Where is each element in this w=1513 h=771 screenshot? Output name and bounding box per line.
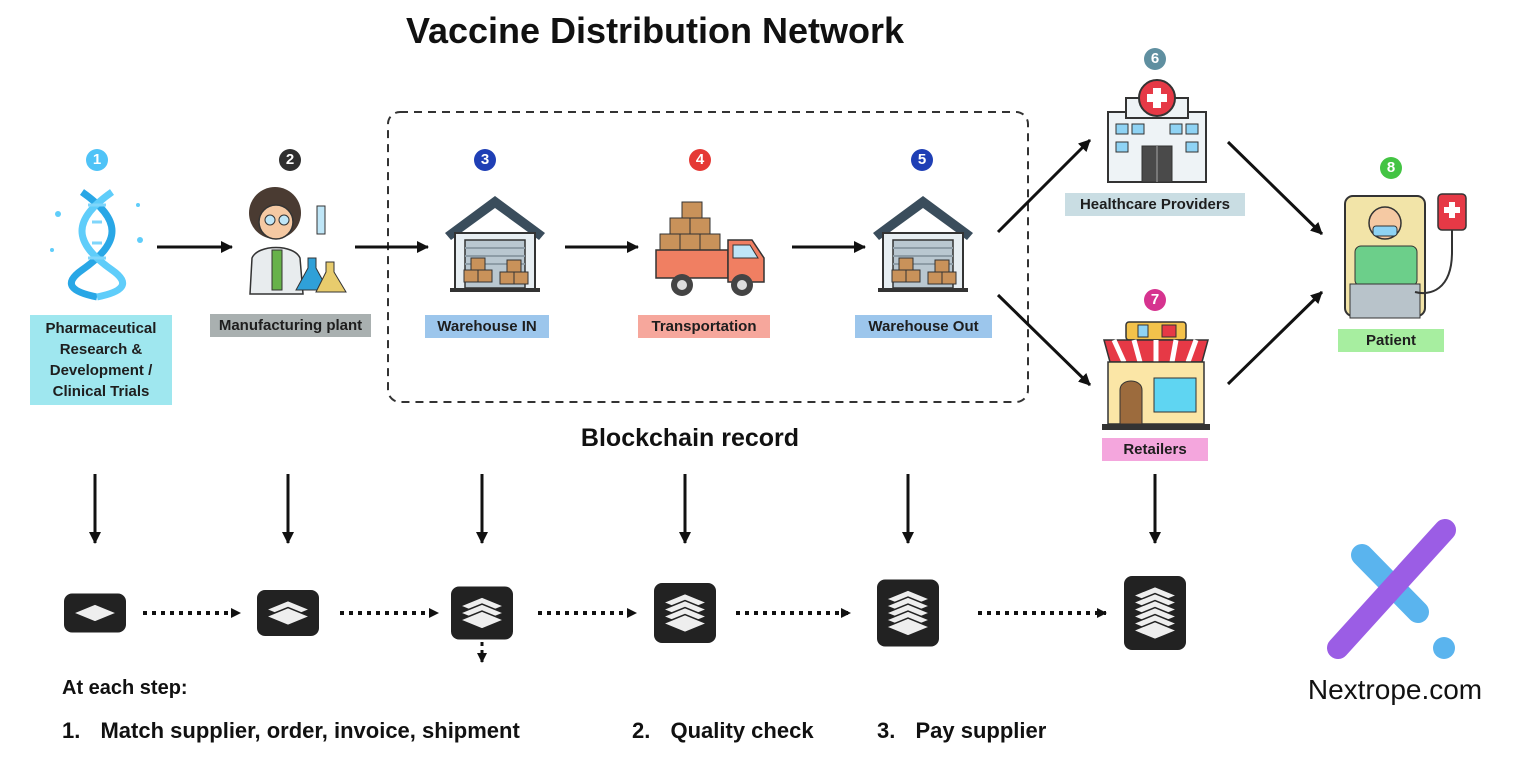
- blockchain-caption: Blockchain record: [580, 424, 800, 452]
- warehouse-icon: [444, 195, 546, 293]
- step-badge-1: 1: [86, 149, 108, 171]
- node-label-patient: Patient: [1338, 329, 1444, 352]
- node-label-warehouse-in: Warehouse IN: [425, 315, 549, 338]
- step-item-1: 1. Match supplier, order, invoice, shipm…: [62, 718, 520, 744]
- step-text: Match supplier, order, invoice, shipment: [100, 718, 520, 743]
- blockchain-block: [877, 579, 939, 647]
- node-label-retailers: Retailers: [1102, 438, 1208, 461]
- scientist-icon: [249, 187, 347, 295]
- step-item-3: 3. Pay supplier: [877, 718, 1046, 744]
- diagram-title: Vaccine Distribution Network: [405, 10, 905, 51]
- truck-icon: [655, 201, 765, 296]
- record-arrows: [89, 474, 1161, 544]
- step-item-2: 2. Quality check: [632, 718, 814, 744]
- node-label-manufacturing: Manufacturing plant: [210, 314, 371, 337]
- step-badge-4: 4: [689, 149, 711, 171]
- step-badge-6: 6: [1144, 48, 1166, 70]
- step-badge-7: 7: [1144, 289, 1166, 311]
- chain-arrows: [143, 608, 1107, 663]
- node-label-warehouse-out: Warehouse Out: [855, 315, 992, 338]
- store-icon: [1102, 321, 1210, 430]
- step-text: Quality check: [670, 718, 814, 743]
- hospital-icon: [1107, 79, 1207, 183]
- patient-icon: [1344, 193, 1467, 319]
- blockchain-block: [1124, 576, 1186, 650]
- flow-arrows: [157, 138, 1324, 387]
- blockchain-block: [654, 583, 716, 643]
- step-number: 3.: [877, 718, 896, 743]
- blockchain-block: [64, 593, 126, 633]
- nextrope-logo: [1327, 519, 1456, 659]
- dna-icon: [50, 189, 143, 301]
- step-badge-2: 2: [279, 149, 301, 171]
- step-number: 2.: [632, 718, 651, 743]
- brand-name: Nextrope.com: [1307, 674, 1483, 705]
- step-badge-5: 5: [911, 149, 933, 171]
- node-label-transportation: Transportation: [638, 315, 770, 338]
- blockchain-frame: [387, 111, 1029, 403]
- blockchain-blocks: [64, 576, 1186, 650]
- steps-heading: At each step:: [62, 677, 188, 699]
- node-label-healthcare: Healthcare Providers: [1065, 193, 1245, 216]
- step-text: Pay supplier: [915, 718, 1047, 743]
- step-number: 1.: [62, 718, 81, 743]
- node-label-research: Pharmaceutical Research & Development / …: [30, 315, 172, 405]
- blockchain-block: [451, 586, 513, 640]
- blockchain-block: [257, 590, 319, 636]
- step-badge-8: 8: [1380, 157, 1402, 179]
- warehouse-icon: [872, 195, 974, 293]
- step-badge-3: 3: [474, 149, 496, 171]
